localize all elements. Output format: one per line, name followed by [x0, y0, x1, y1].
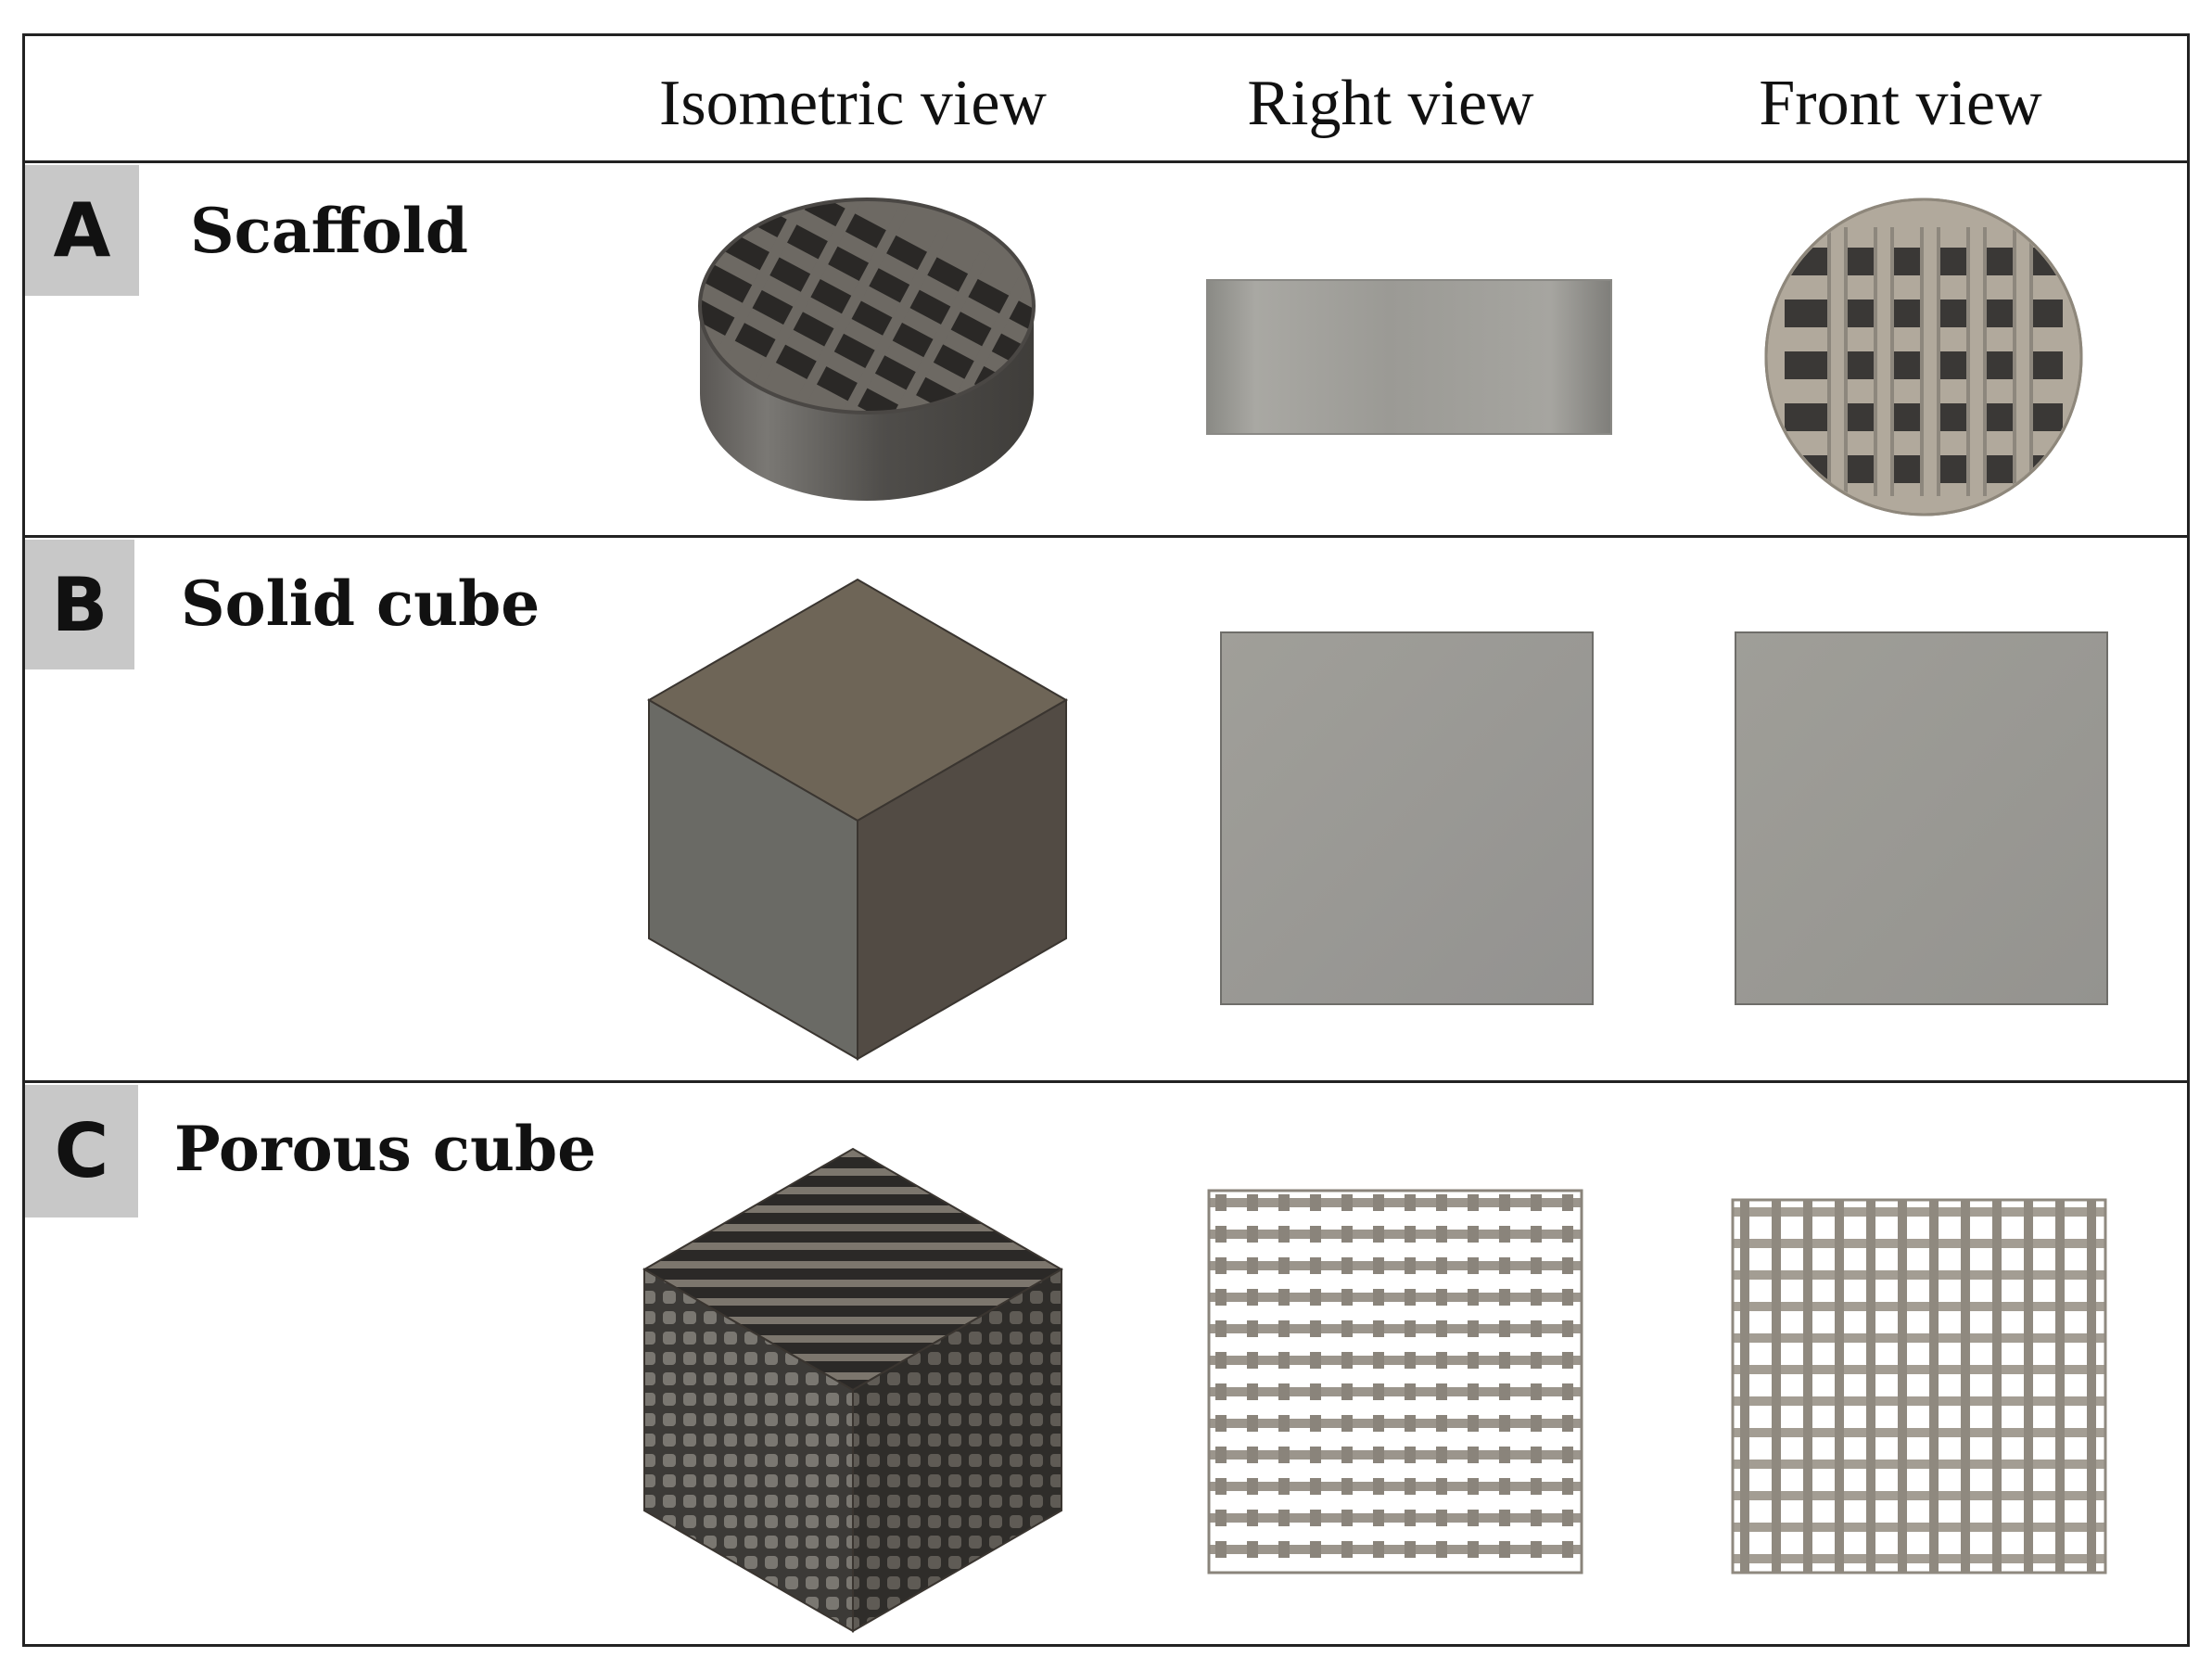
row-label-c: C [25, 1085, 138, 1217]
scaffold-isometric [672, 185, 1062, 529]
scaffold-front [1757, 190, 2091, 524]
row-label-b: B [25, 540, 134, 669]
row-divider-2 [22, 1080, 2190, 1083]
porous-cube-front [1729, 1196, 2109, 1576]
row-title-solid-cube: Solid cube [181, 567, 540, 640]
scaffold-right [1205, 278, 1613, 436]
header-divider [22, 160, 2190, 163]
row-title-porous-cube: Porous cube [174, 1113, 597, 1185]
row-title-scaffold: Scaffold [190, 195, 469, 267]
solid-cube-isometric [644, 575, 1080, 1066]
col-header-front: Front view [1759, 68, 2042, 139]
col-header-right: Right view [1247, 68, 1534, 139]
solid-cube-front [1734, 631, 2109, 1006]
porous-cube-isometric [640, 1145, 1066, 1637]
col-header-isometric: Isometric view [659, 68, 1047, 139]
row-label-a: A [25, 165, 139, 296]
solid-cube-right [1219, 631, 1595, 1006]
porous-cube-right [1205, 1187, 1585, 1576]
row-divider-1 [22, 535, 2190, 538]
table-border [22, 33, 2190, 1647]
